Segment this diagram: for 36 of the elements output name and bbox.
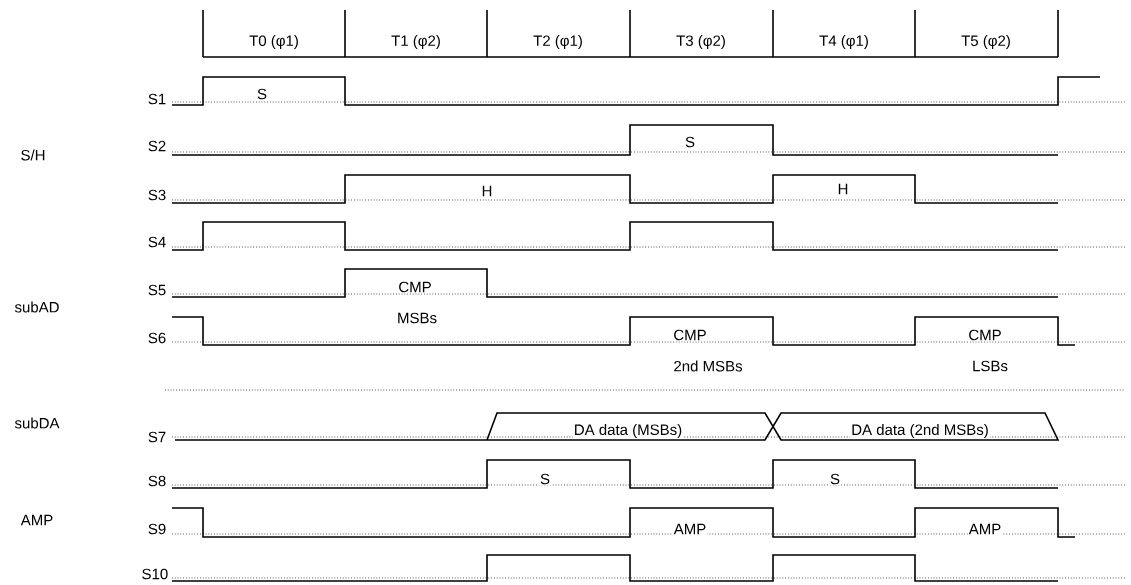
phase-label: T1 (φ2) [391,35,440,49]
group-name: subDA [14,417,60,429]
waveform-label: LSBs [971,359,1009,373]
phase-label: T5 (φ2) [961,35,1010,49]
phase-label: T2 (φ1) [533,35,582,49]
group-name: subAD [14,301,59,313]
phase-label: T4 (φ1) [819,35,868,49]
waveform-label: CMP [967,328,1003,342]
signal-name: S3 [148,189,166,201]
waveform-label: 2nd MSBs [672,359,744,373]
waveform-label: CMP [397,280,433,294]
waveform-label: DA data (2nd MSBs) [850,423,990,439]
waveform-label: AMP [672,522,708,536]
signal-name: S2 [148,140,166,152]
signal-name: S6 [148,332,166,344]
signal-name: S8 [148,475,166,487]
waveform-label: CMP [672,328,708,342]
signal-name: S7 [148,431,166,443]
waveform-label: S [539,472,551,486]
signal-name: S4 [148,236,166,248]
signal-name: S5 [148,284,166,296]
phase-label: T3 (φ2) [676,35,725,49]
waveform-label: S [684,135,696,149]
waveform-label: MSBs [396,311,438,325]
waveform-label: H [836,182,850,196]
waveform-label: S [829,472,841,486]
waveform-label: AMP [967,522,1003,536]
group-name: AMP [20,514,53,526]
phase-label: T0 (φ1) [249,35,298,49]
signal-name: S10 [142,568,168,580]
waveform-label: S [256,87,268,101]
waveform-label: H [480,184,494,198]
waveform-label: DA data (MSBs) [572,423,684,439]
signal-name: S9 [148,523,166,535]
signal-name: S1 [148,93,166,105]
group-name: S/H [21,149,45,161]
